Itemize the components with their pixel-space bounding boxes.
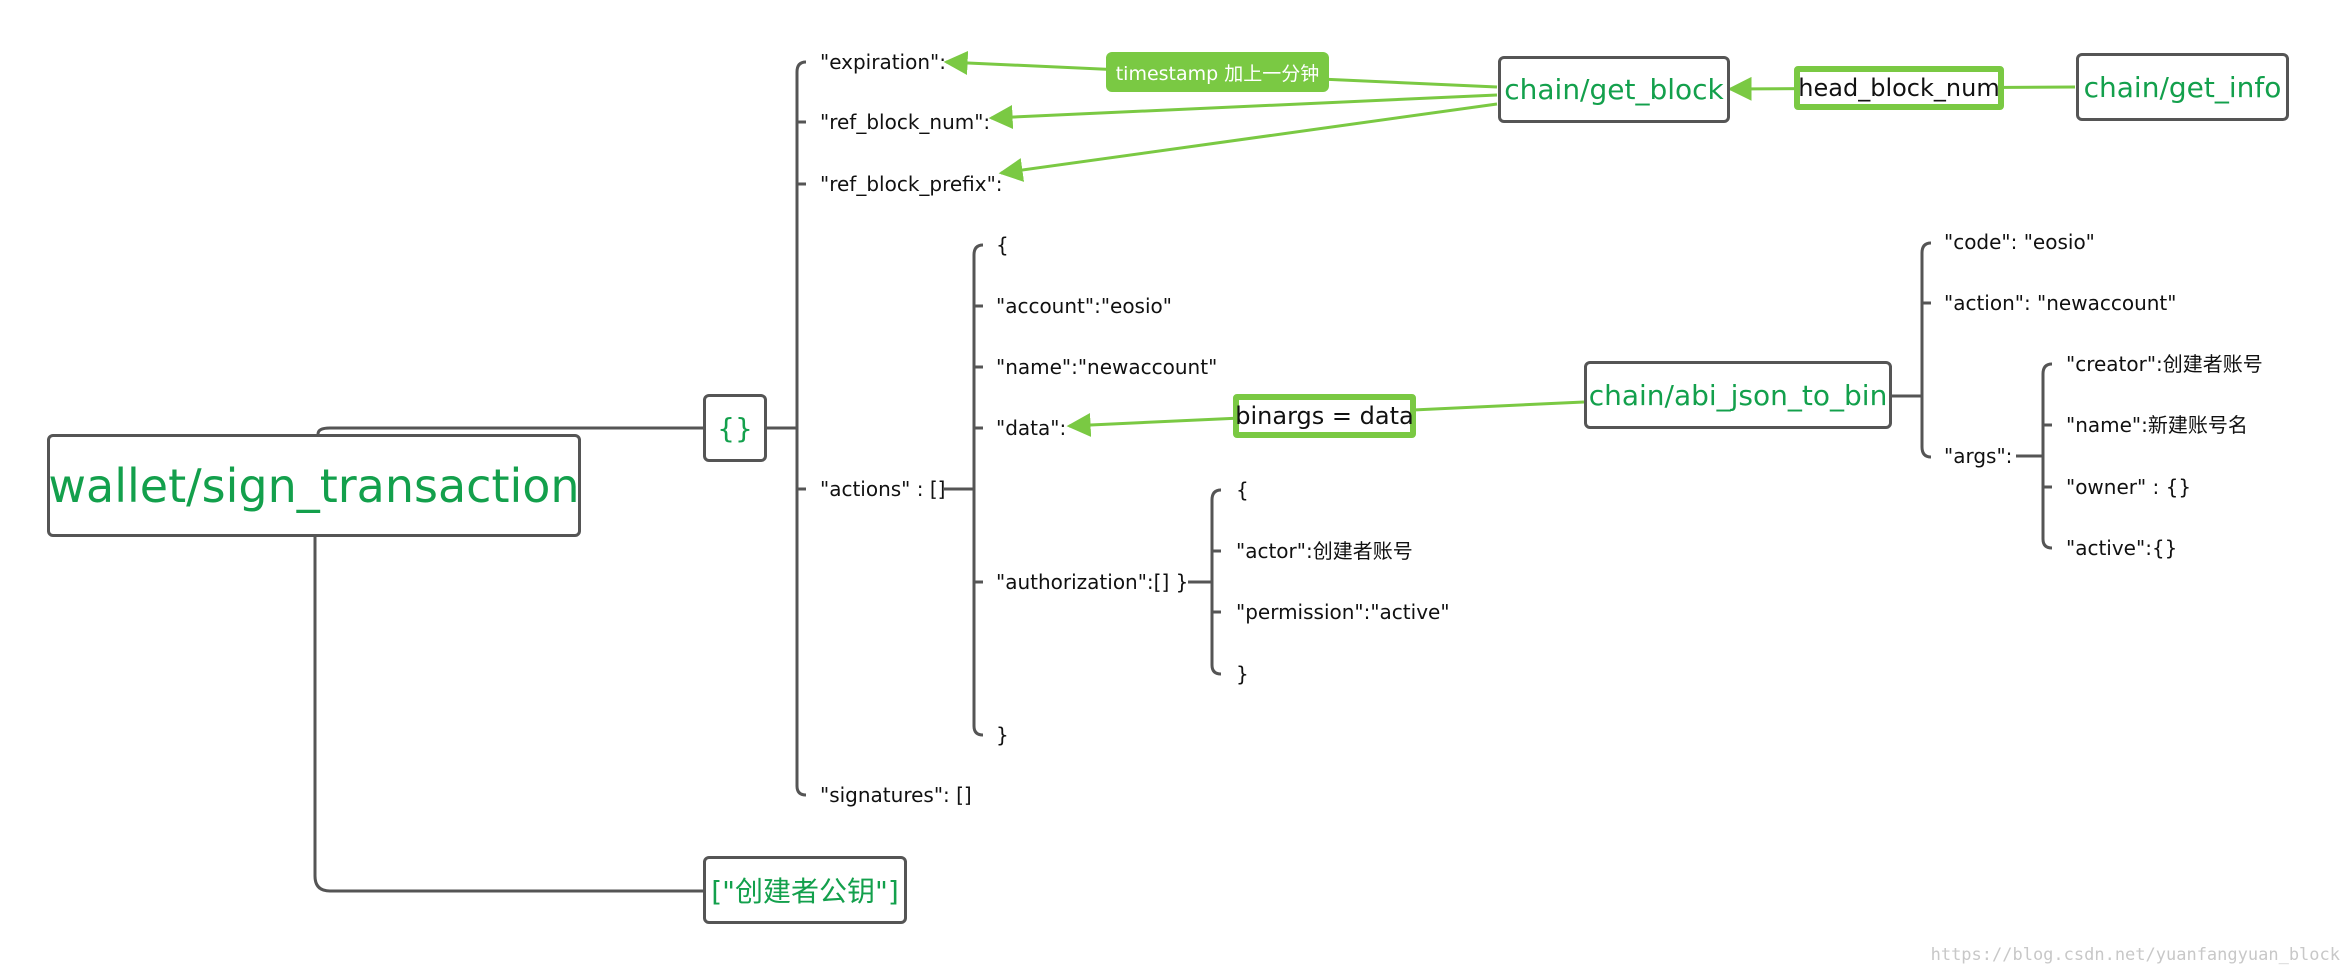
action-account: "account":"eosio" [996,294,1172,318]
authorization-permission: "permission":"active" [1236,600,1450,624]
field-actions: "actions" : [] [820,477,946,501]
field-signatures: "signatures": [] [820,783,972,807]
args-owner: "owner" : {} [2066,475,2192,499]
abi-param-code: "code": "eosio" [1944,230,2095,254]
watermark: https://blog.csdn.net/yuanfangyuan_block [1930,945,2340,965]
abi-param-args: "args": [1944,444,2013,468]
root-node: wallet/sign_transaction [47,434,581,537]
timestamp-tag: timestamp 加上一分钟 [1106,52,1329,92]
args-name: "name":新建账号名 [2066,413,2248,437]
authorization-open-brace: { [1236,478,1249,502]
action-name: "name":"newaccount" [996,355,1218,379]
abi-json-to-bin-node: chain/abi_json_to_bin [1584,361,1892,429]
head-block-num-tag: head_block_num [1794,66,2004,110]
authorization-close-brace: } [1236,662,1249,686]
field-expiration: "expiration": [820,50,946,74]
authorization-actor: "actor":创建者账号 [1236,539,1413,563]
action-close-brace: } [996,723,1009,747]
args-creator: "creator":创建者账号 [2066,352,2263,376]
transaction-object-node: {} [703,394,767,462]
abi-param-action: "action": "newaccount" [1944,291,2177,315]
binargs-tag: binargs = data [1233,394,1416,438]
get-info-node: chain/get_info [2076,53,2289,121]
args-active: "active":{} [2066,536,2178,560]
field-ref-block-num: "ref_block_num": [820,110,991,134]
action-authorization: "authorization":[] } [996,570,1189,594]
pubkey-array-node: ["创建者公钥"] [703,856,907,924]
action-data: "data": [996,416,1067,440]
action-open-brace: { [996,233,1009,257]
field-ref-block-prefix: "ref_block_prefix": [820,172,1003,196]
get-block-node: chain/get_block [1498,56,1730,123]
